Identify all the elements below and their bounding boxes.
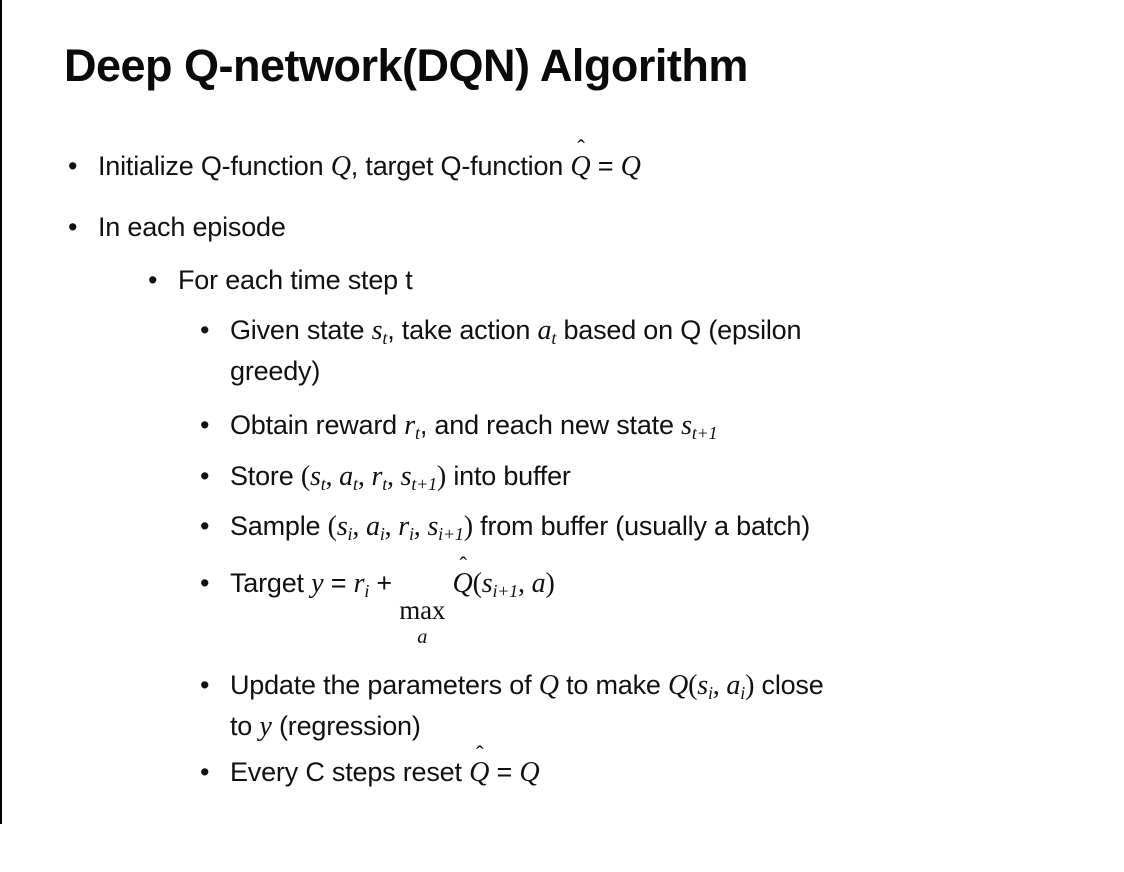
bullet-marker: •: [200, 410, 210, 441]
bullet-item: • Given state st, take action at based on…: [200, 310, 1088, 391]
bullet-list: • Initialize Q-function Q, target Q-funct…: [64, 135, 1088, 793]
bullet-text: In each episode: [98, 212, 286, 243]
bullet-marker: •: [148, 264, 158, 295]
slide-left-border: [0, 0, 2, 824]
bullet-text: Given state st, take action at based on …: [230, 315, 802, 386]
bullet-text: Initialize Q-function Q, target Q-functi…: [98, 135, 641, 182]
bullet-marker: •: [68, 212, 78, 243]
bullet-text: For each time step t: [178, 264, 413, 295]
bullet-text: Obtain reward rt, and reach new state st…: [230, 410, 718, 444]
bullet-item: • For each time step t: [148, 260, 1088, 301]
bullet-marker: •: [200, 567, 210, 598]
bullet-item: • Update the parameters of Q to make Q(si…: [200, 665, 1088, 746]
bullet-text: Store (st, at, rt, st+1) into buffer: [230, 460, 571, 494]
bullet-marker: •: [200, 511, 210, 542]
bullet-item: • Obtain reward rt, and reach new state s…: [200, 405, 1088, 446]
slide: Deep Q-network(DQN) Algorithm • Initializ…: [64, 40, 1088, 793]
bullet-marker: •: [200, 670, 210, 701]
bullet-item: • In each episode: [68, 207, 1088, 248]
bullet-marker: •: [200, 757, 210, 788]
bullet-item: • Store (st, at, rt, st+1) into buffer: [200, 456, 1088, 497]
bullet-marker: •: [200, 460, 210, 491]
bullet-text: Update the parameters of Q to make Q(si,…: [230, 670, 824, 742]
bullet-marker: •: [68, 150, 78, 181]
bullet-item: • Initialize Q-function Q, target Q-funct…: [68, 135, 1088, 187]
bullet-marker: •: [200, 315, 210, 346]
bullet-text: Sample (si, ai, ri, si+1) from buffer (u…: [230, 511, 810, 545]
slide-title: Deep Q-network(DQN) Algorithm: [64, 40, 748, 91]
bullet-item: • Sample (si, ai, ri, si+1) from buffer (…: [200, 506, 1088, 547]
